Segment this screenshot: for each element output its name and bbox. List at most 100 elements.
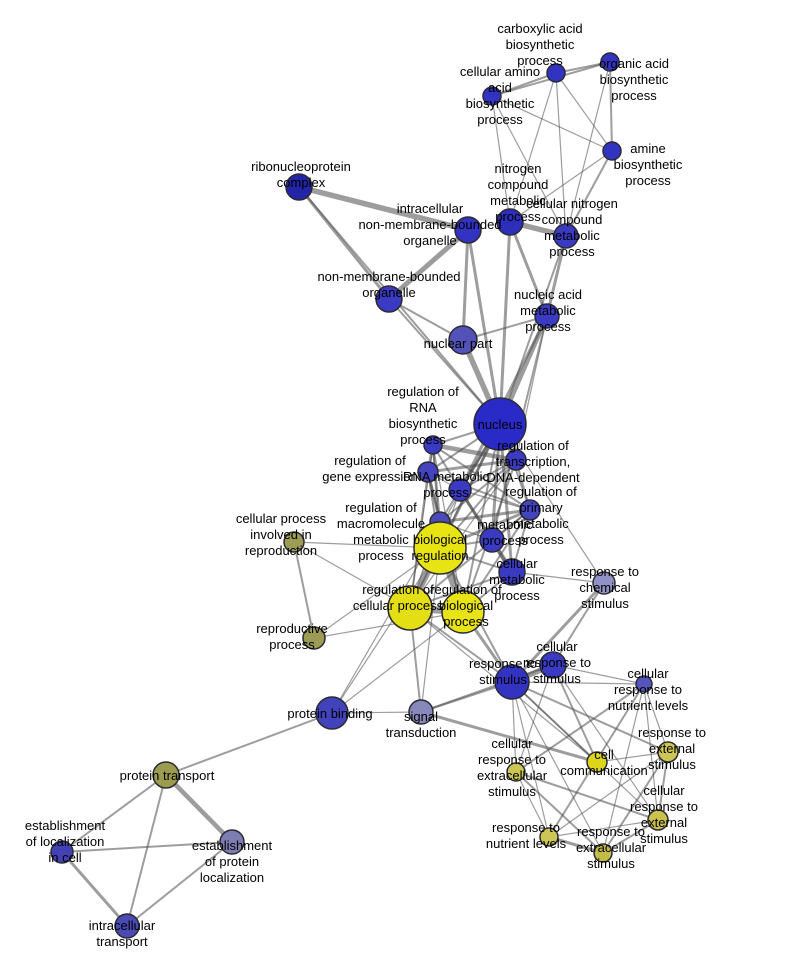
node-regPrimary[interactable]	[519, 499, 541, 521]
node-estProtLoc[interactable]	[219, 829, 245, 855]
graph-edge	[511, 681, 659, 821]
graph-edge	[438, 508, 532, 524]
graph-edge	[657, 751, 669, 821]
graph-edge	[552, 664, 645, 685]
node-respNutrient[interactable]	[539, 827, 559, 847]
node-carboxylic[interactable]	[546, 63, 566, 83]
node-bioReg[interactable]	[413, 521, 467, 575]
node-regBioProc[interactable]	[441, 590, 485, 634]
graph-edge	[293, 541, 315, 639]
node-cellRespExtracell[interactable]	[506, 762, 526, 782]
node-respChem[interactable]	[592, 571, 616, 595]
node-proteinTransport[interactable]	[152, 761, 180, 789]
node-intraTransport[interactable]	[114, 913, 140, 939]
graph-edge	[426, 458, 518, 474]
node-organic[interactable]	[600, 52, 620, 72]
node-cellRespExternal[interactable]	[647, 809, 669, 831]
node-regRNA[interactable]	[423, 435, 443, 455]
graph-edge	[60, 850, 129, 928]
node-cellProcRepro[interactable]	[283, 531, 305, 553]
node-nucleicAcid[interactable]	[534, 303, 560, 329]
graph-edge	[515, 771, 659, 821]
graph-edge	[509, 150, 613, 223]
node-respExternal[interactable]	[657, 741, 679, 763]
graph-edge	[511, 571, 605, 584]
graph-edge	[515, 771, 604, 854]
node-cellComm[interactable]	[586, 751, 608, 773]
node-rnp[interactable]	[285, 173, 313, 201]
graph-edge	[511, 681, 669, 753]
node-regTranscription[interactable]	[505, 449, 527, 471]
graph-edge	[296, 184, 471, 233]
node-signalTrans[interactable]	[408, 699, 434, 725]
node-cellRespNutrient[interactable]	[635, 675, 653, 693]
node-cellNitrogen[interactable]	[553, 223, 579, 249]
graph-edge	[498, 220, 512, 426]
node-cellMetab[interactable]	[498, 558, 526, 586]
graph-edge	[419, 710, 599, 764]
graph-edge	[565, 150, 613, 237]
graph-edge	[331, 547, 441, 714]
graph-edge	[509, 72, 557, 223]
graph-edge	[499, 235, 567, 425]
graph-edge	[596, 751, 669, 763]
graph-edge	[430, 442, 519, 463]
node-metab[interactable]	[479, 527, 505, 553]
node-proteinBinding[interactable]	[315, 696, 349, 730]
graph-edge	[552, 582, 605, 666]
node-nmbOrganelle[interactable]	[375, 285, 403, 313]
graph-edge	[511, 681, 550, 838]
node-nitrogen[interactable]	[496, 208, 524, 236]
node-estLocCell[interactable]	[50, 840, 74, 864]
graph-edge	[466, 228, 502, 426]
node-intraNMB[interactable]	[454, 216, 482, 244]
graph-edge	[61, 841, 233, 853]
node-rnaMetab[interactable]	[448, 478, 472, 502]
node-cellAmino[interactable]	[482, 86, 502, 106]
graph-edge	[491, 95, 567, 237]
graph-edge	[331, 611, 464, 714]
graph-edge	[508, 220, 549, 318]
graph-edge	[491, 95, 613, 152]
graph-edge	[555, 72, 567, 237]
node-regGene[interactable]	[417, 461, 439, 483]
graph-edge	[459, 489, 531, 511]
node-nucleus[interactable]	[473, 397, 527, 451]
node-respExtracell[interactable]	[593, 843, 613, 863]
node-cellRespStim[interactable]	[539, 651, 567, 679]
node-amine[interactable]	[602, 141, 622, 161]
node-reproProc[interactable]	[302, 626, 326, 650]
node-regCellProc[interactable]	[387, 585, 433, 631]
graph-edge	[163, 772, 235, 845]
graph-edge	[545, 234, 568, 318]
node-label-proteinTransport: protein transport	[120, 768, 215, 783]
node-nuclearPart[interactable]	[448, 325, 478, 355]
node-respStim[interactable]	[494, 664, 530, 700]
graph-edge	[409, 459, 517, 609]
graph-edge	[126, 841, 233, 927]
